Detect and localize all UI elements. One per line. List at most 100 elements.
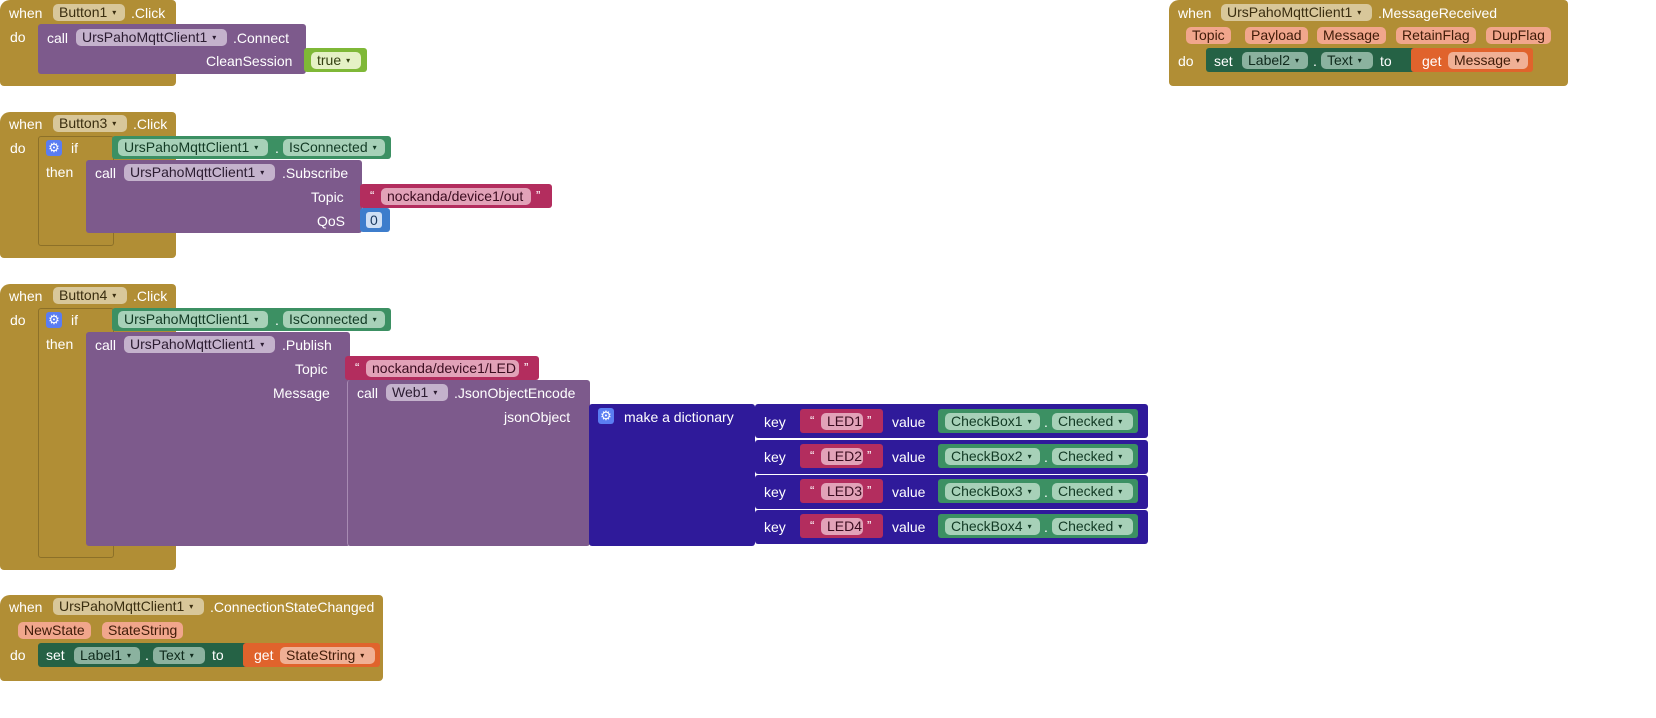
dropdown-text: true (317, 52, 342, 68)
component-dropdown-button1[interactable]: Button1▾ (53, 4, 125, 21)
dropdown-text: CheckBox2 (951, 448, 1023, 464)
arg-label-cleansession: CleanSession (206, 53, 293, 69)
component-dropdown-button3[interactable]: Button3▾ (53, 115, 127, 132)
dropdown-text: Web1 (392, 384, 429, 400)
call-label: call (95, 337, 117, 353)
property-dropdown-checked[interactable]: Checked▾ (1052, 518, 1133, 535)
setter-block-label2-text[interactable] (1206, 48, 1416, 72)
chevron-down-icon: ▾ (260, 168, 265, 177)
event-name: .Click (133, 288, 168, 304)
dot-separator: . (275, 140, 279, 156)
gear-icon[interactable]: ⚙ (46, 312, 62, 328)
to-label: to (212, 647, 224, 663)
property-dropdown-checked[interactable]: Checked▾ (1052, 413, 1133, 430)
quote-open-icon: “ (370, 188, 375, 203)
setter-block-label1-text[interactable] (38, 643, 248, 667)
component-dropdown-checkbox[interactable]: CheckBox3▾ (945, 483, 1040, 500)
param-newstate[interactable]: NewState (18, 622, 91, 639)
param-retainflag[interactable]: RetainFlag (1396, 27, 1476, 44)
text-field-key[interactable]: LED3 (821, 483, 863, 500)
text-field-topic[interactable]: nockanda/device1/LED (366, 360, 519, 377)
text-field-topic[interactable]: nockanda/device1/out (381, 188, 531, 205)
chevron-down-icon: ▾ (1295, 56, 1300, 65)
component-dropdown-mqtt[interactable]: UrsPahoMqttClient1▾ (124, 336, 275, 353)
number-field-qos[interactable]: 0 (366, 212, 382, 228)
component-dropdown-checkbox[interactable]: CheckBox4▾ (945, 518, 1040, 535)
key-label: key (764, 449, 786, 465)
when-label: when (9, 5, 43, 21)
quote-open-icon: “ (810, 518, 815, 533)
text-field-key[interactable]: LED2 (821, 448, 863, 465)
boolean-dropdown-true[interactable]: true▾ (311, 52, 361, 69)
param-payload[interactable]: Payload (1245, 27, 1308, 44)
property-dropdown-checked[interactable]: Checked▾ (1052, 483, 1133, 500)
field-text: LED1 (827, 413, 863, 429)
quote-open-icon: “ (810, 413, 815, 428)
component-dropdown-checkbox[interactable]: CheckBox2▾ (945, 448, 1040, 465)
component-dropdown-mqtt[interactable]: UrsPahoMqttClient1▾ (118, 311, 268, 328)
component-dropdown-label1[interactable]: Label1▾ (74, 647, 140, 664)
dropdown-text: Checked (1058, 413, 1114, 429)
call-block-jsonobjectencode[interactable] (347, 380, 590, 546)
text-field-key[interactable]: LED1 (821, 413, 863, 430)
chevron-down-icon: ▾ (360, 651, 365, 660)
when-label: when (9, 599, 43, 615)
value-label: value (892, 449, 926, 465)
arg-label-qos: QoS (317, 213, 346, 229)
component-dropdown-web1[interactable]: Web1 ▾ (386, 384, 448, 401)
component-dropdown-checkbox[interactable]: CheckBox1▾ (945, 413, 1040, 430)
component-dropdown-mqtt[interactable]: UrsPahoMqttClient1▾ (124, 164, 275, 181)
dropdown-text: Button3 (59, 115, 108, 131)
param-dupflag[interactable]: DupFlag (1486, 27, 1551, 44)
set-label: set (46, 647, 65, 663)
component-dropdown-mqtt[interactable]: UrsPahoMqttClient1▾ (118, 139, 268, 156)
property-dropdown-text[interactable]: Text▾ (1321, 52, 1373, 69)
if-label: if (71, 140, 78, 156)
event-name: .MessageReceived (1378, 5, 1498, 21)
component-dropdown-mqtt[interactable]: UrsPahoMqttClient1▾ (1221, 4, 1372, 21)
dropdown-text: Text (1327, 52, 1353, 68)
param-message[interactable]: Message (1317, 27, 1386, 44)
quote-open-icon: “ (810, 448, 815, 463)
chevron-down-icon: ▾ (212, 33, 217, 42)
make-dictionary-block[interactable] (589, 404, 755, 546)
dropdown-text: IsConnected (289, 311, 368, 327)
chevron-down-icon: ▾ (1515, 56, 1520, 65)
dropdown-text: Label1 (80, 647, 123, 663)
quote-close-icon: ” (867, 413, 872, 428)
dot-separator: . (1044, 414, 1048, 430)
property-dropdown-isconnected[interactable]: IsConnected▾ (283, 139, 385, 156)
chevron-down-icon: ▾ (433, 388, 438, 397)
property-dropdown-isconnected[interactable]: IsConnected▾ (283, 311, 385, 328)
component-dropdown-mqtt[interactable]: UrsPahoMqttClient1▾ (76, 29, 227, 46)
property-dropdown-checked[interactable]: Checked▾ (1052, 448, 1133, 465)
do-label: do (10, 140, 26, 156)
get-label: get (1422, 53, 1442, 69)
call-block-publish[interactable] (86, 332, 350, 546)
param-topic[interactable]: Topic (1186, 27, 1231, 44)
dropdown-text: IsConnected (289, 139, 368, 155)
method-name: .Connect (233, 30, 290, 46)
chevron-down-icon: ▾ (1357, 8, 1362, 17)
dropdown-text: UrsPahoMqttClient1 (130, 336, 256, 352)
param-statestring[interactable]: StateString (102, 622, 184, 639)
component-dropdown-mqtt[interactable]: UrsPahoMqttClient1▾ (53, 598, 204, 615)
key-label: key (764, 484, 786, 500)
component-dropdown-label2[interactable]: Label2▾ (1242, 52, 1308, 69)
property-dropdown-text[interactable]: Text▾ (153, 647, 205, 664)
chevron-down-icon: ▾ (1118, 452, 1123, 461)
dropdown-text: Text (159, 647, 185, 663)
variable-dropdown-message[interactable]: Message ▾ (1448, 52, 1528, 69)
field-text: LED3 (827, 483, 863, 499)
dropdown-text: StateString (286, 647, 356, 663)
event-name: .Click (133, 116, 168, 132)
gear-icon[interactable]: ⚙ (46, 140, 62, 156)
text-field-key[interactable]: LED4 (821, 518, 863, 535)
gear-icon[interactable]: ⚙ (598, 408, 614, 424)
dropdown-text: Checked (1058, 518, 1114, 534)
when-label: when (9, 116, 43, 132)
quote-close-icon: ” (536, 188, 541, 203)
variable-dropdown-statestring[interactable]: StateString ▾ (280, 647, 375, 664)
dropdown-text: Message (1454, 52, 1511, 68)
component-dropdown-button4[interactable]: Button4▾ (53, 287, 127, 304)
